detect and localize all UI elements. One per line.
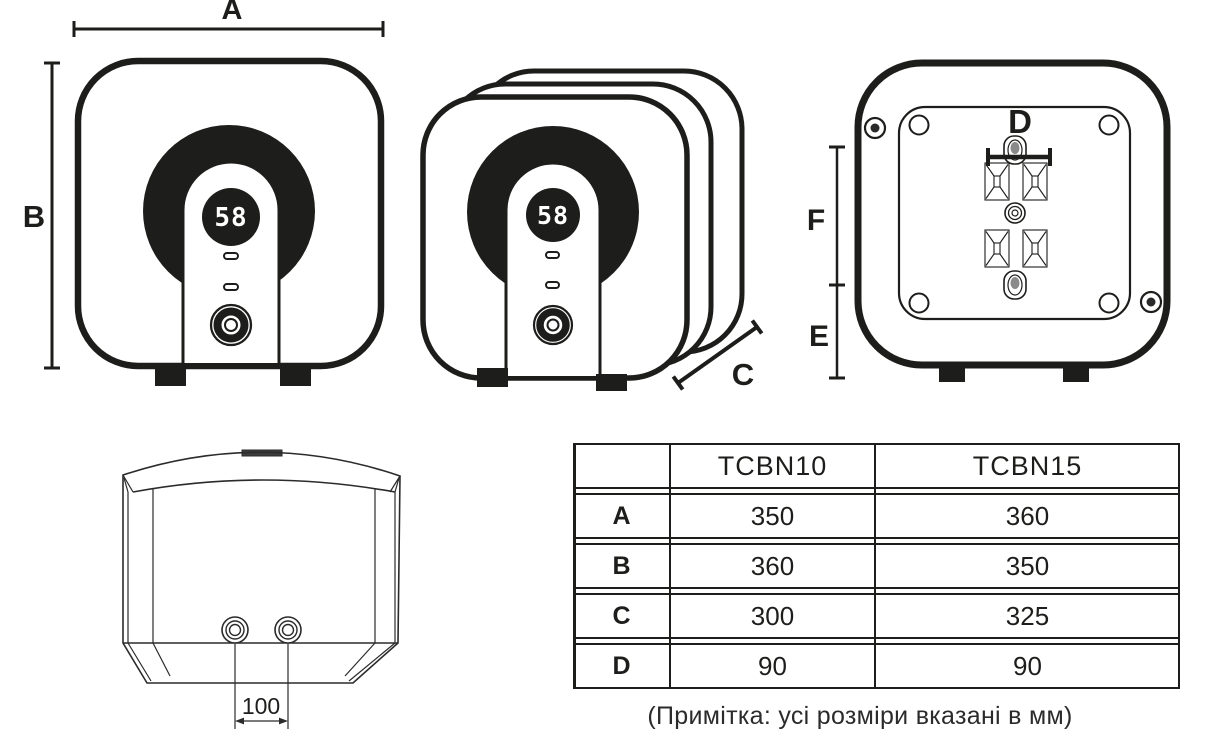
- row-value-tcbn15: 350: [1005, 550, 1050, 581]
- bottom-chamfer-lines: [127, 642, 396, 682]
- anchor-bolt-bottom-right: [1139, 290, 1163, 314]
- row-label: B: [612, 551, 631, 580]
- row-value-tcbn10: 90: [758, 650, 787, 681]
- table-row: C 300 325: [573, 593, 1180, 639]
- row-value-tcbn10: 300: [750, 600, 795, 631]
- anchor-bolt-top-left: [863, 116, 887, 140]
- mounting-plate: [897, 105, 1132, 321]
- dimensions-table: TCBN10 TCBN15 A 350 360 B 360 350 C 300 …: [573, 443, 1180, 689]
- dim-value-pipe-spacing: 100: [242, 693, 280, 719]
- column-header-tcbn10: TCBN10: [717, 450, 828, 481]
- dim-label-c: C: [732, 357, 754, 392]
- dim-label-f: F: [807, 204, 825, 237]
- temperature-display: [526, 188, 580, 242]
- row-value-tcbn15: 360: [1005, 500, 1050, 531]
- back-feet: [939, 368, 1089, 382]
- dim-line-a: [72, 21, 385, 37]
- side-rim-lines: [127, 488, 396, 643]
- table-border-right: [1177, 443, 1180, 689]
- table-divider-2: [873, 443, 876, 689]
- pipe-connection-left: [221, 616, 249, 644]
- temperature-display: [202, 188, 260, 246]
- row-value-tcbn10: 360: [750, 550, 795, 581]
- column-header-tcbn15: TCBN15: [972, 450, 1083, 481]
- indicator-lights: [223, 252, 239, 291]
- table-row: A 350 360: [573, 493, 1180, 539]
- front-view: A B 58: [23, 0, 385, 386]
- row-value-tcbn15: 325: [1005, 600, 1050, 631]
- row-value-tcbn10: 350: [750, 500, 795, 531]
- control-knob[interactable]: [209, 303, 253, 347]
- table-divider-1: [668, 443, 671, 689]
- indicator-lights: [545, 251, 560, 289]
- dim-line-f-e: [829, 145, 845, 380]
- dim-line-pipe-spacing: [234, 644, 289, 729]
- back-view: F E D: [807, 59, 1171, 382]
- row-value-tcbn15: 90: [1013, 650, 1042, 681]
- temperature-value: 58: [214, 203, 247, 233]
- row-label: A: [612, 501, 631, 530]
- dim-line-c: [671, 319, 764, 391]
- table-row: D 90 90: [573, 643, 1180, 689]
- dim-label-e: E: [809, 320, 829, 353]
- dim-label-b: B: [23, 199, 45, 234]
- anode-port: [1004, 202, 1026, 224]
- table-row: B 360 350: [573, 543, 1180, 589]
- dim-label-d: D: [1008, 103, 1032, 140]
- dim-line-b: [44, 61, 60, 370]
- dim-label-a: A: [222, 0, 243, 26]
- table-header-row: TCBN10 TCBN15: [573, 443, 1180, 489]
- side-feet: [477, 368, 627, 391]
- inner-rim-arc: [132, 479, 396, 493]
- row-label: D: [612, 651, 631, 680]
- temperature-value: 58: [537, 201, 569, 230]
- bottom-view: 100: [122, 449, 401, 729]
- perspective-view: 58 C: [420, 68, 764, 392]
- front-feet: [155, 367, 311, 386]
- row-label: C: [612, 601, 631, 630]
- plate-corner-holes: [908, 114, 1120, 314]
- pipe-connection-right: [274, 616, 302, 644]
- table-border-left: [573, 443, 576, 689]
- control-knob[interactable]: [532, 304, 574, 346]
- corner-chamfers: [122, 474, 401, 493]
- units-note: (Примітка: усі розміри вказані в мм): [647, 702, 1073, 730]
